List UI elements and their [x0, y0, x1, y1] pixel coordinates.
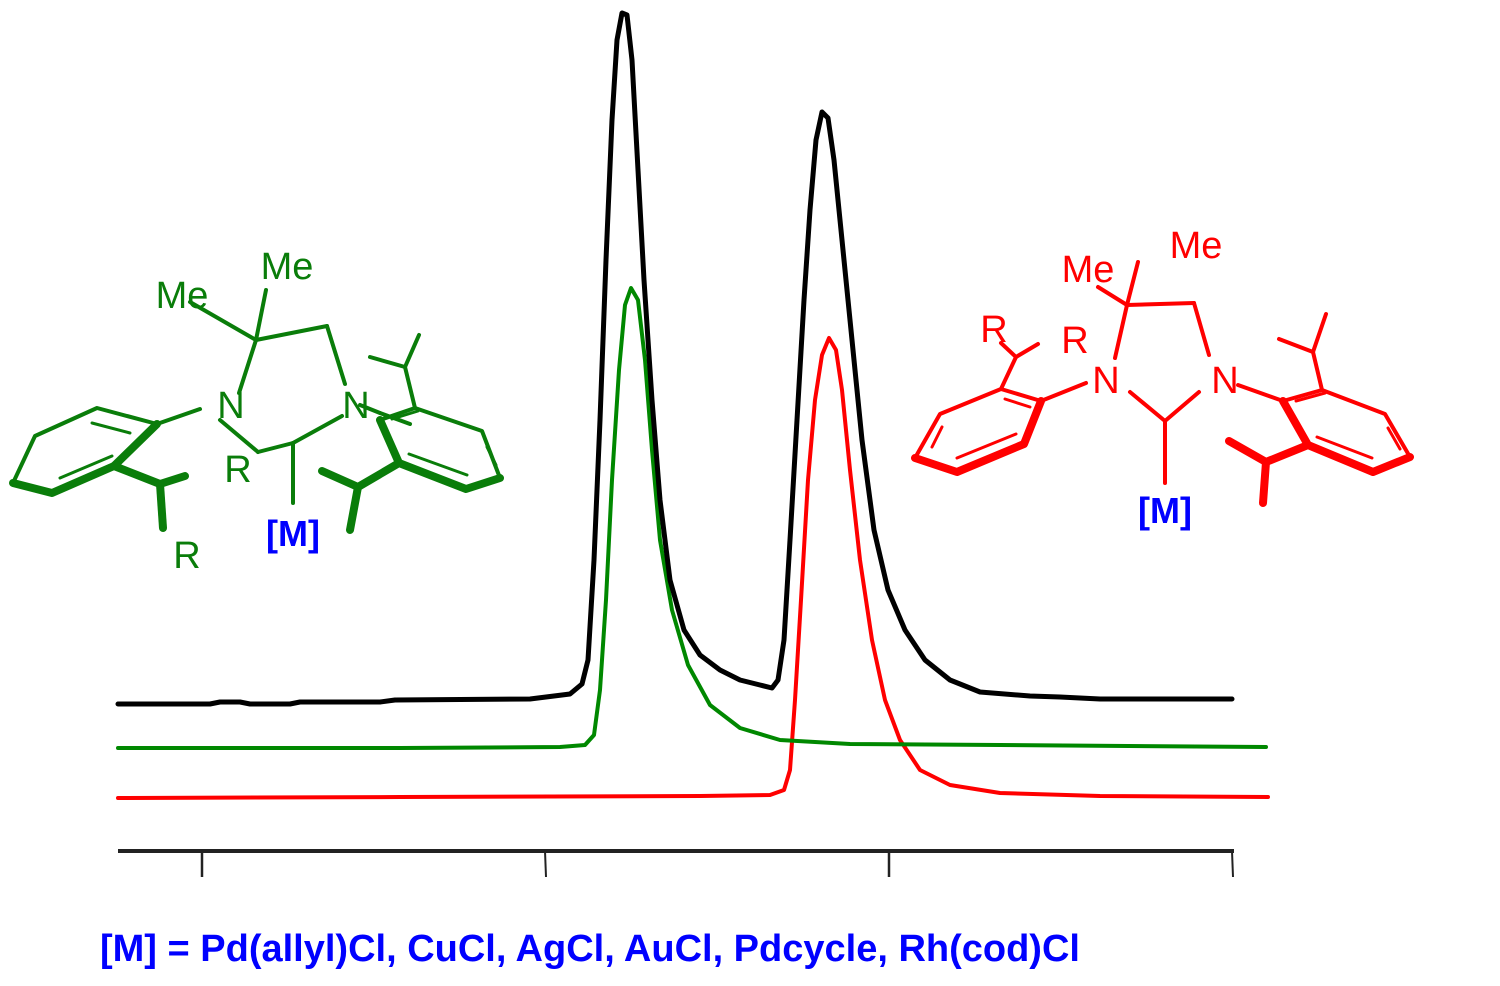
- label-me-1: Me: [156, 275, 209, 317]
- label-n-4: N: [1211, 360, 1238, 402]
- structure-left-green: [9, 288, 504, 534]
- label-me-4: Me: [1170, 225, 1223, 267]
- label-metal-left: [M]: [266, 513, 320, 554]
- label-me-2: Me: [261, 246, 314, 288]
- label-n-2: N: [342, 385, 369, 427]
- trace-green: [116, 286, 1268, 750]
- label-r-1: R: [224, 449, 251, 491]
- metal-legend-caption: [M] = Pd(allyl)Cl, CuCl, AgCl, AuCl, Pdc…: [100, 928, 1080, 970]
- x-axis: [118, 849, 1234, 878]
- structure-left-labels: Me Me N N R R [M]: [156, 246, 370, 577]
- label-r-3: R: [980, 309, 1007, 351]
- structure-right-labels: Me Me N N R R [M]: [980, 225, 1238, 531]
- chromatogram-plot: [115, 10, 1270, 800]
- label-metal-right: [M]: [1138, 490, 1192, 531]
- x-tick-4: [1231, 850, 1234, 878]
- label-n-3: N: [1092, 360, 1119, 402]
- label-n-1: N: [217, 385, 244, 427]
- x-tick-2: [544, 850, 547, 878]
- label-me-3: Me: [1062, 249, 1115, 291]
- trace-red: [116, 336, 1270, 800]
- trace-black: [115, 10, 1235, 707]
- structure-right-red: [911, 260, 1414, 507]
- label-r-2: R: [173, 535, 200, 577]
- label-r-4: R: [1061, 320, 1088, 362]
